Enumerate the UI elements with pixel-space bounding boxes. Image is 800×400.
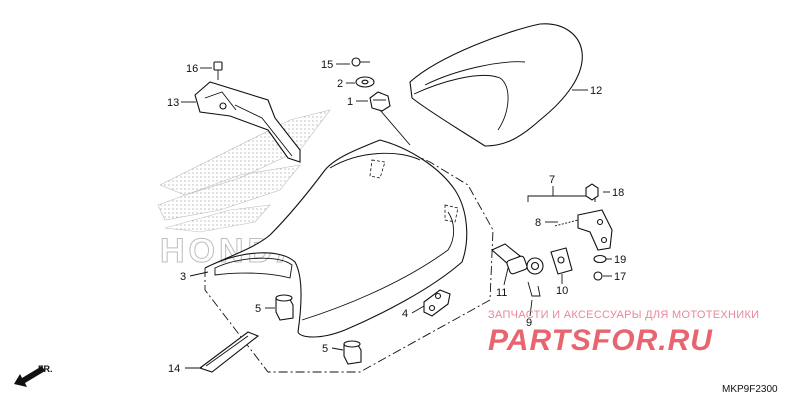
- part-10-lock-plate: [550, 247, 573, 275]
- callout-4: 4: [402, 308, 408, 320]
- callout-10: 10: [556, 285, 568, 297]
- part-3-main-seat: [204, 139, 468, 338]
- part-14-strap: [198, 331, 260, 373]
- watermark-logo: PARTSFOR.RU: [488, 324, 713, 357]
- part-4-bracket: [423, 289, 451, 317]
- part-5-cushion-upper: [275, 294, 294, 321]
- part-17-bolt: [593, 271, 603, 281]
- part-1-grommet: [369, 91, 391, 112]
- drawing-code: MKP9F2300: [722, 384, 778, 395]
- leader-lines: [181, 63, 612, 369]
- callout-19: 19: [614, 254, 626, 266]
- callout-14: 14: [168, 363, 180, 375]
- callout-16: 16: [186, 63, 198, 75]
- part-7-group-bracket: [527, 195, 596, 202]
- callout-17: 17: [614, 271, 626, 283]
- callout-7: 7: [549, 174, 555, 186]
- callout-numbers: 12 13 16 15 2 1 3 5 5 4 14 7 8 18 19 17 …: [167, 59, 626, 375]
- part-9-lock-clip: [527, 281, 541, 297]
- part-19-washer: [593, 254, 607, 264]
- callout-9: 9: [526, 317, 532, 329]
- callout-5-upper: 5: [255, 303, 261, 315]
- part-8-seat-latch: [554, 209, 613, 251]
- part-15-screw: [351, 57, 370, 67]
- callout-5-lower: 5: [322, 343, 328, 355]
- callout-11: 11: [496, 287, 507, 299]
- watermark-tagline: ЗАПЧАСТИ И АКСЕССУАРЫ ДЛЯ МОТОТЕХНИКИ: [488, 309, 759, 321]
- part-2-washer: [355, 76, 375, 88]
- part-11-key-cylinder: [490, 243, 544, 275]
- callout-3: 3: [180, 271, 186, 283]
- part-16-bolt: [213, 61, 223, 80]
- callout-8: 8: [535, 217, 541, 229]
- part-12-rear-seat-cowl: [409, 23, 583, 147]
- callout-1: 1: [347, 96, 353, 108]
- seat-assembly-boundary: [204, 139, 494, 373]
- callout-12: 12: [590, 85, 602, 97]
- front-direction-arrow: FR.: [14, 364, 53, 387]
- callout-18: 18: [612, 187, 624, 199]
- front-marker-label: FR.: [38, 364, 53, 374]
- part-18-nut: [585, 183, 599, 201]
- part-13-seat-bracket: [194, 81, 301, 163]
- watermark: ЗАПЧАСТИ И АКСЕССУАРЫ ДЛЯ МОТОТЕХНИКИ PA…: [488, 309, 759, 357]
- callout-13: 13: [167, 97, 179, 109]
- callout-15: 15: [321, 59, 333, 71]
- callout-2: 2: [337, 78, 343, 90]
- part-5-cushion-lower: [343, 340, 362, 365]
